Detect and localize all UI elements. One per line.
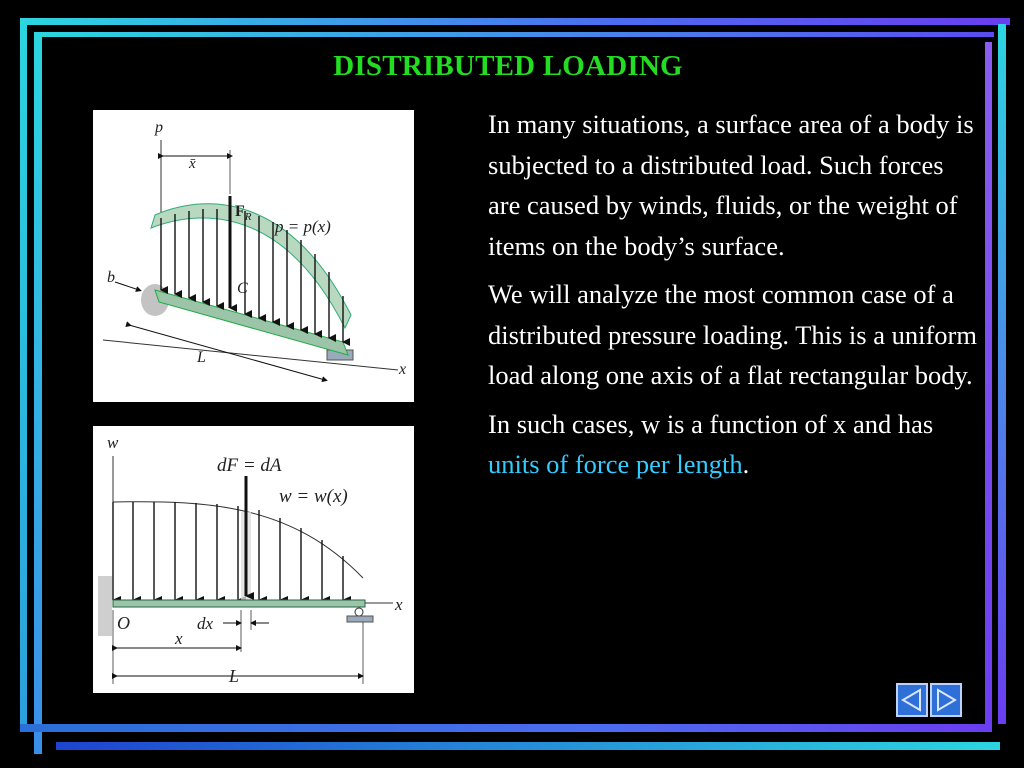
paragraph-3-end: . [742, 449, 750, 479]
body-text: In many situations, a surface area of a … [488, 104, 978, 493]
label-b: b [107, 269, 115, 286]
label-xbar: x̄ [188, 156, 196, 172]
slide-title: DISTRIBUTED LOADING [333, 50, 683, 82]
label-p-of-x: p = p(x) [274, 217, 331, 236]
label-fr: FR [235, 203, 252, 223]
paragraph-1: In many situations, a surface area of a … [488, 109, 974, 261]
label-x-dimension: x [174, 629, 183, 648]
label-length: L [228, 666, 239, 686]
label-w-of-x: w = w(x) [279, 486, 348, 507]
paragraph-2: We will analyze the most common case of … [488, 279, 977, 390]
frame-bottom-bar [20, 724, 990, 732]
label-p: p [154, 119, 163, 136]
frame-bottom-bar-inner [56, 742, 1000, 750]
frame-right-bar-inner [985, 42, 992, 732]
label-w: w [107, 433, 119, 452]
triangle-left-icon [901, 688, 921, 712]
figure-beam-3d: p x̄ FR p = p(x) b C L x [93, 110, 414, 402]
beam-3d-diagram: p x̄ FR p = p(x) b C L x [102, 119, 406, 383]
label-dx: dx [197, 614, 214, 633]
units-highlight: units of force per length [488, 449, 743, 479]
paragraph-3-text: In such cases, w is a function of x and … [488, 408, 934, 439]
previous-slide-button[interactable] [896, 683, 928, 717]
next-slide-button[interactable] [930, 683, 962, 717]
label-origin: O [117, 613, 130, 633]
figure-load-2d: w dF = dA w = w(x) x O dx x L [93, 426, 414, 693]
triangle-right-icon [937, 688, 957, 712]
frame-right-bar [998, 24, 1006, 724]
label-l: L [196, 349, 206, 366]
label-x: x [398, 361, 406, 378]
label-x-axis: x [394, 595, 403, 614]
frame-left-bar-inner [34, 32, 42, 754]
paragraph-3: In such cases, w is a function of x and … [488, 404, 978, 485]
load-2d-diagram: w dF = dA w = w(x) x O dx x L [98, 433, 403, 686]
frame-top-bar-inner [34, 32, 994, 37]
label-c: C [237, 280, 248, 297]
frame-top-bar [20, 18, 1010, 25]
frame-left-bar [20, 18, 27, 728]
label-df-da: dF = dA [217, 455, 282, 476]
